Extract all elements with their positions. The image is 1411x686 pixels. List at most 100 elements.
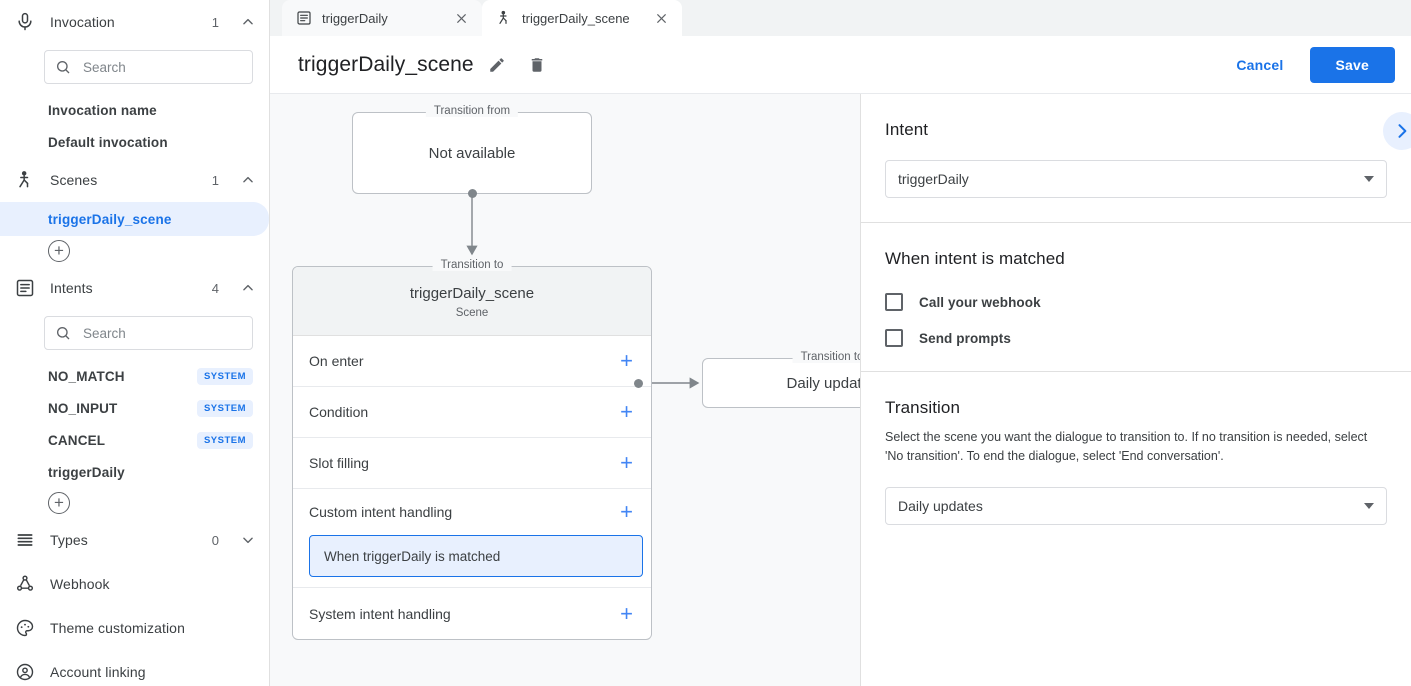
sidebar-item-label: triggerDaily_scene — [48, 211, 172, 227]
sidebar-item-label: CANCEL — [48, 432, 106, 448]
sidebar-section-label: Types — [50, 532, 88, 548]
scene-node-header: triggerDaily_scene Scene — [293, 267, 651, 336]
scene-row-system-intent-handling[interactable]: System intent handling + — [293, 588, 651, 639]
below-titlebar: Transition from Not available Transition… — [270, 94, 1411, 686]
account-icon — [14, 661, 36, 683]
chevron-down-icon — [241, 533, 255, 547]
close-icon[interactable] — [452, 9, 470, 27]
sidebar-item-triggerdaily[interactable]: triggerDaily — [0, 456, 269, 488]
sidebar-section-label: Scenes — [50, 172, 98, 188]
sidebar-item-label: NO_INPUT — [48, 400, 118, 416]
sidebar-item-label: NO_MATCH — [48, 368, 125, 384]
sidebar-item-triggerdaily-scene[interactable]: triggerDaily_scene — [0, 202, 269, 236]
transition-select[interactable]: Daily updates — [885, 486, 1387, 525]
call-webhook-checkbox[interactable] — [885, 293, 903, 311]
sidebar-item-theme-customization[interactable]: Theme customization — [0, 606, 269, 650]
sidebar-section-count: 1 — [211, 172, 219, 188]
scene-row-label: Slot filling — [309, 455, 369, 471]
scene-row-condition[interactable]: Condition + — [293, 387, 651, 438]
add-system-intent-handling-button[interactable]: + — [620, 600, 633, 626]
search-input[interactable] — [81, 58, 242, 76]
scene-row-label: Custom intent handling — [309, 504, 453, 520]
cancel-button[interactable]: Cancel — [1222, 48, 1297, 82]
scene-row-custom-intent-handling[interactable]: Custom intent handling + — [293, 489, 651, 535]
transition-to-legend: Transition to — [792, 351, 860, 363]
sidebar-item-label: Invocation name — [48, 102, 157, 118]
add-scene-button[interactable] — [48, 240, 70, 262]
connector-dot-from — [468, 189, 477, 198]
sidebar-section-count: 0 — [211, 532, 219, 548]
close-icon[interactable] — [652, 9, 670, 27]
save-button[interactable]: Save — [1309, 46, 1395, 83]
chevron-down-icon — [1364, 502, 1374, 509]
chevron-right-icon[interactable] — [1383, 112, 1411, 150]
intents-icon — [14, 277, 36, 299]
chevron-up-icon — [241, 173, 255, 187]
transition-heading: Transition — [885, 398, 961, 417]
scene-row-slot-filling[interactable]: Slot filling + — [293, 438, 651, 489]
title-bar: triggerDaily_scene Cancel Save — [270, 36, 1411, 94]
intents-search-wrap — [0, 310, 269, 360]
sidebar-section-label: Intents — [50, 280, 93, 296]
tab-triggerdaily-scene[interactable]: triggerDaily_scene — [482, 0, 682, 36]
sidebar-section-invocation[interactable]: Invocation 1 — [0, 0, 269, 44]
sidebar-section-types[interactable]: Types 0 — [0, 518, 269, 562]
sidebar-item-no-input[interactable]: NO_INPUT SYSTEM — [0, 392, 269, 424]
sidebar-section-intents[interactable]: Intents 4 — [0, 266, 269, 310]
add-custom-intent-handling-button[interactable]: + — [620, 499, 633, 524]
custom-intent-handler-wrap: When triggerDaily is matched — [293, 535, 651, 588]
sidebar-item-label: Theme customization — [50, 620, 185, 636]
transition-from-value: Not available — [428, 144, 516, 162]
sidebar-item-no-match[interactable]: NO_MATCH SYSTEM — [0, 360, 269, 392]
status-badge: SYSTEM — [196, 367, 253, 385]
intent-handler-item[interactable]: When triggerDaily is matched — [309, 535, 643, 577]
webhook-icon — [14, 573, 36, 595]
transition-to-legend: Transition to — [432, 259, 512, 271]
scene-graph-canvas[interactable]: Transition from Not available Transition… — [270, 94, 861, 686]
send-prompts-checkbox[interactable] — [885, 329, 903, 347]
scenes-icon — [14, 169, 36, 191]
add-on-enter-button[interactable]: + — [620, 348, 633, 373]
properties-panel: Intent triggerDaily When intent is match… — [861, 94, 1411, 686]
sidebar-item-label: Default invocation — [48, 134, 168, 150]
invocation-search-wrap — [0, 44, 269, 94]
chevron-down-icon — [1364, 176, 1374, 182]
transition-from-node[interactable]: Transition from Not available — [352, 105, 592, 194]
microphone-icon — [14, 11, 36, 33]
sidebar-item-account-linking[interactable]: Account linking — [0, 650, 269, 686]
connector-dot-handler — [634, 379, 643, 388]
transition-target-node[interactable]: Transition to Daily updates — [702, 351, 861, 408]
scene-row-on-enter[interactable]: On enter + — [293, 336, 651, 387]
search-input[interactable] — [81, 324, 242, 342]
add-slot-filling-button[interactable]: + — [620, 450, 633, 475]
call-webhook-row[interactable]: Call your webhook — [885, 293, 1387, 311]
tab-triggerdaily[interactable]: triggerDaily — [282, 0, 482, 36]
sidebar-item-invocation-name[interactable]: Invocation name — [0, 94, 269, 126]
status-badge: SYSTEM — [196, 399, 253, 417]
add-intent-button[interactable] — [48, 492, 70, 514]
scene-node[interactable]: Transition to triggerDaily_scene Scene O… — [292, 259, 652, 640]
left-sidebar: Invocation 1 Invocation name Default inv… — [0, 0, 270, 686]
send-prompts-row[interactable]: Send prompts — [885, 329, 1387, 347]
invocation-search-box[interactable] — [44, 50, 253, 84]
sidebar-item-cancel[interactable]: CANCEL SYSTEM — [0, 424, 269, 456]
sidebar-item-default-invocation[interactable]: Default invocation — [0, 126, 269, 158]
tab-label: triggerDaily_scene — [522, 10, 630, 26]
scene-row-label: System intent handling — [309, 605, 451, 622]
status-badge: SYSTEM — [196, 431, 253, 449]
intent-select[interactable]: triggerDaily — [885, 160, 1387, 198]
sidebar-item-webhook[interactable]: Webhook — [0, 562, 269, 606]
transition-description: Select the scene you want the dialogue t… — [885, 430, 1368, 464]
pencil-icon[interactable] — [480, 48, 514, 82]
chevron-up-icon — [241, 281, 255, 295]
transition-from-legend: Transition from — [425, 105, 519, 117]
transition-target-value: Daily updates — [786, 374, 861, 392]
add-condition-button[interactable]: + — [620, 399, 633, 424]
trash-icon[interactable] — [520, 48, 554, 82]
sidebar-section-scenes[interactable]: Scenes 1 — [0, 158, 269, 202]
when-intent-matched-section: When intent is matched Call your webhook… — [861, 223, 1411, 372]
tab-strip: triggerDaily triggerDaily_scene — [270, 0, 1411, 36]
intent-select-value: triggerDaily — [898, 171, 969, 187]
intents-search-box[interactable] — [44, 316, 253, 350]
